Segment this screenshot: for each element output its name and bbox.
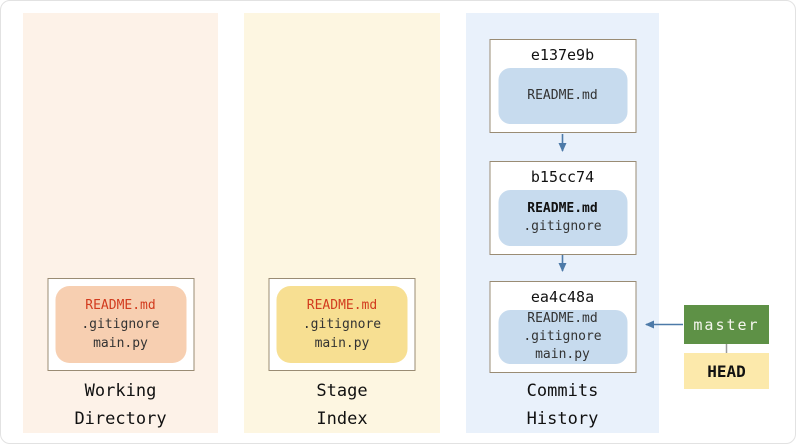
file-mainpy: main.py <box>93 336 148 351</box>
commit-box-e137e9b: e137e9b README.md <box>489 39 636 133</box>
commit-files-chip: README.md .gitignore <box>498 190 627 246</box>
file-readme: README.md <box>527 201 598 216</box>
commit-box-ea4c48a: ea4c48a README.md .gitignore main.py <box>489 281 636 373</box>
commits-history-label: Commits History <box>466 377 659 433</box>
branch-master-label: master <box>693 315 760 334</box>
stage-index-panel: README.md .gitignore main.py Stage Index <box>244 13 440 433</box>
file-mainpy: main.py <box>314 336 370 351</box>
commit-hash: e137e9b <box>530 46 595 64</box>
file-readme: README.md <box>85 298 156 313</box>
stage-index-label-line1: Stage <box>316 381 368 401</box>
working-directory-panel: README.md .gitignore main.py Working Dir… <box>23 13 218 433</box>
file-mainpy: main.py <box>535 347 590 362</box>
commits-history-label-line1: Commits <box>526 381 599 401</box>
head-label: HEAD <box>707 361 746 381</box>
file-gitignore: .gitignore <box>523 219 602 234</box>
commit-hash: b15cc74 <box>530 168 595 186</box>
commit-files-chip: README.md <box>498 68 627 124</box>
stage-index-file-chip: README.md .gitignore main.py <box>276 286 408 363</box>
working-directory-file-chip: README.md .gitignore main.py <box>55 286 186 363</box>
file-gitignore: .gitignore <box>81 317 160 332</box>
working-directory-label: Working Directory <box>23 377 218 433</box>
commit-files-chip: README.md .gitignore main.py <box>498 310 627 364</box>
working-directory-label-line2: Directory <box>74 409 167 429</box>
head-box: HEAD <box>684 353 769 389</box>
working-directory-label-line1: Working <box>84 381 157 401</box>
stage-index-file-box: README.md .gitignore main.py <box>268 278 416 371</box>
file-readme: README.md <box>527 88 598 103</box>
commits-history-panel: e137e9b README.md b15cc74 README.md .git… <box>466 13 659 433</box>
file-readme: README.md <box>306 298 378 313</box>
commits-history-label-line2: History <box>526 409 599 429</box>
stage-index-label-line2: Index <box>316 409 368 429</box>
working-directory-file-box: README.md .gitignore main.py <box>47 278 194 371</box>
file-gitignore: .gitignore <box>523 329 602 344</box>
file-gitignore: .gitignore <box>302 317 382 332</box>
commit-hash: ea4c48a <box>530 288 595 306</box>
stage-index-label: Stage Index <box>244 377 440 433</box>
commit-box-b15cc74: b15cc74 README.md .gitignore <box>489 161 636 255</box>
branch-master-box: master <box>684 305 769 344</box>
file-readme: README.md <box>527 311 598 326</box>
